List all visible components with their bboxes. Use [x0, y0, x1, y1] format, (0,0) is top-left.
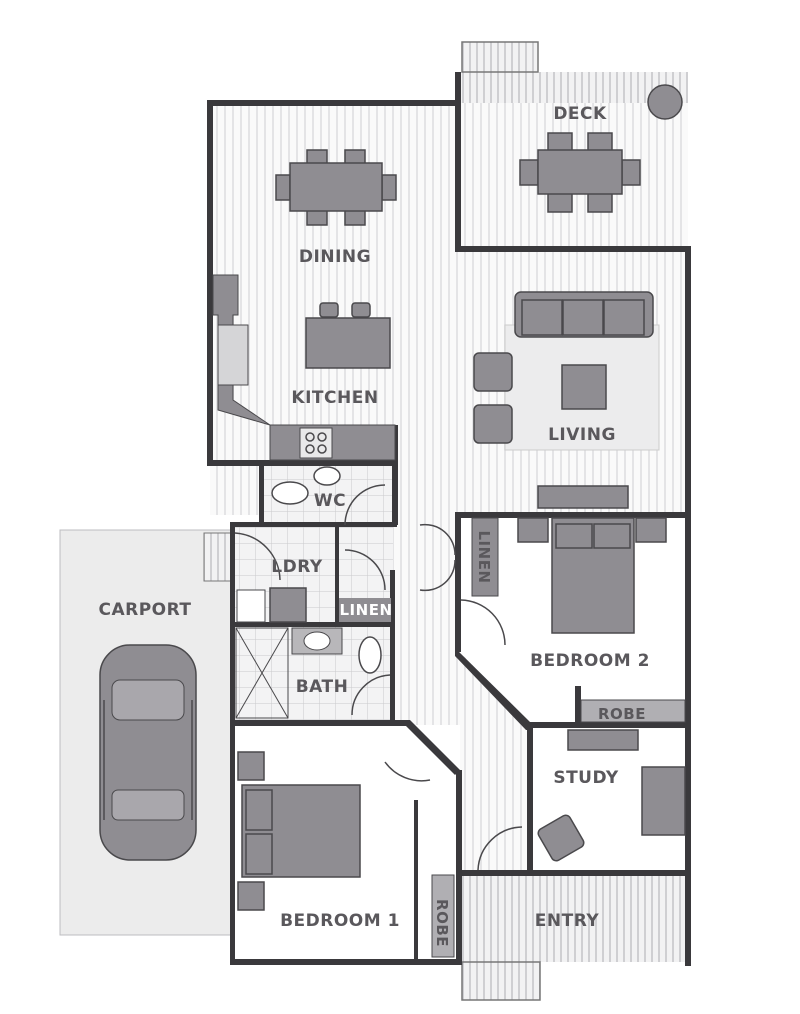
kitchen-island — [305, 317, 391, 369]
bed-bedroom2 — [517, 517, 667, 634]
laundry-door[interactable] — [234, 532, 281, 581]
label-deck: DECK — [553, 104, 607, 124]
entry-door[interactable] — [477, 826, 523, 871]
study-desk — [641, 766, 686, 836]
label-robe-bed1: ROBE — [433, 899, 451, 947]
car-icon — [99, 644, 197, 861]
island-stool — [351, 302, 371, 318]
label-robe-bed2: ROBE — [598, 705, 646, 723]
entry-steps — [461, 961, 541, 1001]
study-chair — [537, 814, 585, 862]
bath-toilet — [358, 636, 382, 674]
wc-basin — [313, 466, 341, 486]
label-laundry: LDRY — [271, 557, 323, 577]
bedroom2-door[interactable] — [460, 599, 506, 646]
island-stool — [319, 302, 339, 318]
tv-unit — [537, 485, 629, 509]
deck-table — [519, 132, 641, 213]
hall-double-door[interactable] — [419, 523, 456, 592]
label-dining: DINING — [299, 247, 371, 267]
label-entry: ENTRY — [535, 911, 600, 931]
washing-machine — [269, 587, 307, 623]
label-study: STUDY — [553, 768, 619, 788]
sofa — [514, 291, 654, 338]
linen-bed2-cupboard — [471, 517, 499, 597]
bath-door[interactable] — [351, 674, 391, 716]
bedroom1-door[interactable] — [384, 761, 431, 782]
bed-bedroom1 — [237, 751, 361, 911]
study-shelf — [567, 729, 639, 751]
armchair — [473, 352, 513, 392]
wc-door[interactable] — [344, 484, 386, 526]
label-bath: BATH — [296, 677, 349, 697]
wc-toilet — [271, 481, 309, 505]
label-wc: WC — [314, 491, 346, 511]
walls — [207, 72, 691, 966]
label-bedroom2: BEDROOM 2 — [530, 651, 650, 671]
plant-icon — [647, 84, 683, 120]
label-carport: CARPORT — [98, 600, 191, 620]
label-linen-bed2: LINEN — [475, 531, 493, 584]
laundry-steps — [203, 532, 234, 582]
label-kitchen: KITCHEN — [291, 388, 378, 408]
dining-table — [275, 149, 397, 226]
coffee-table — [561, 364, 607, 410]
kitchen-counter — [212, 274, 396, 461]
label-linen-hall: LINEN — [340, 601, 393, 619]
robe-bed1 — [431, 874, 455, 958]
entry-floor — [460, 875, 688, 962]
bath-basin — [303, 631, 331, 651]
shower — [235, 627, 289, 719]
label-living: LIVING — [548, 425, 616, 445]
linen-cupboard — [339, 598, 391, 622]
robe-bed2 — [580, 699, 686, 723]
armchair — [473, 404, 513, 444]
linen-door[interactable] — [344, 549, 386, 591]
label-bedroom1: BEDROOM 1 — [280, 911, 400, 931]
laundry-tub — [236, 589, 266, 623]
